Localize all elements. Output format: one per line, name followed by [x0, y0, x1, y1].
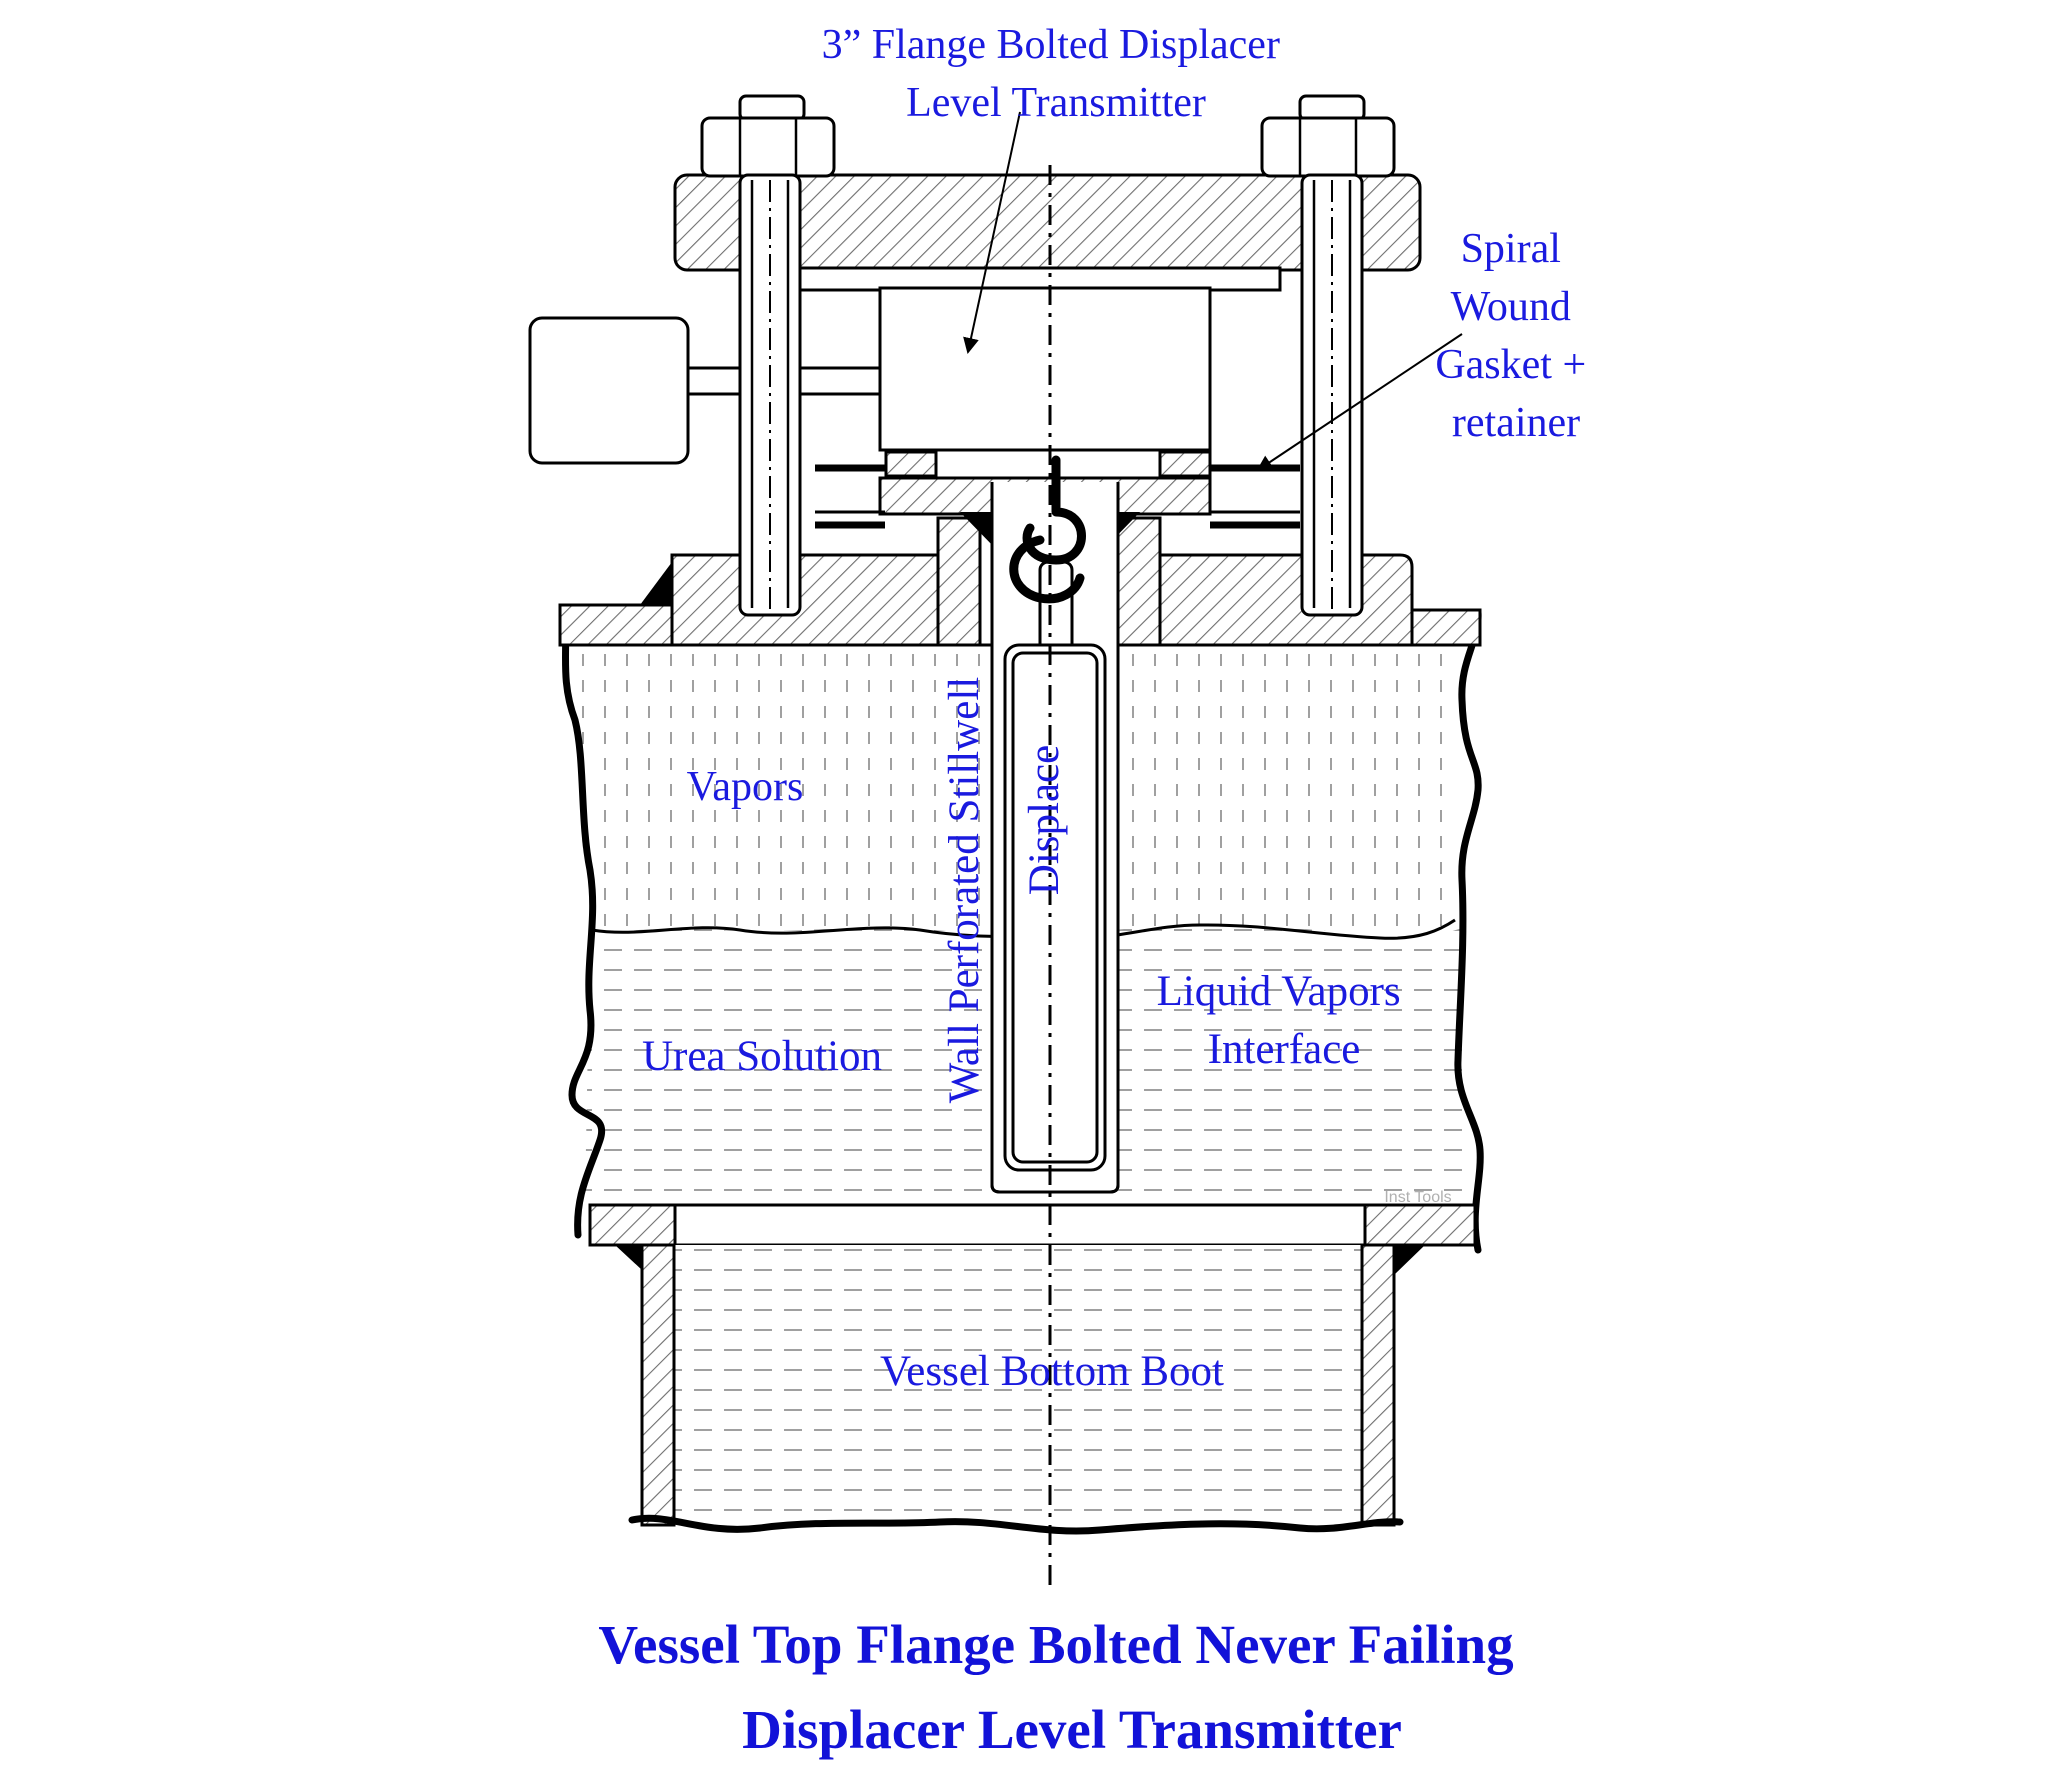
vessel-bottom-boot: [615, 1243, 1425, 1535]
displacer: [1003, 560, 1107, 1172]
stud-bolt-left: [700, 94, 836, 617]
transmitter-label: 3” Flange Bolted Displacer Level Transmi…: [822, 22, 1291, 126]
transmitter-head: [528, 173, 1422, 465]
stud-bolt-right: [1260, 94, 1396, 617]
interface-label: Liquid Vapors Interface: [1157, 968, 1412, 1073]
displacer-label: Displace: [1021, 745, 1068, 895]
urea-solution-label: Urea Solution: [642, 1033, 882, 1080]
vessel-left-wall: [561, 606, 606, 1239]
watermark: Inst Tools: [1384, 1189, 1451, 1206]
title-line-2: Displacer Level Transmitter: [742, 1699, 1402, 1760]
gasket-leader-arrow: [1256, 333, 1463, 472]
stillwell-label: Wall Perforated Stillwell: [941, 677, 988, 1103]
transmitter-leader-arrow: [963, 111, 1021, 354]
gasket-label: Spiral Wound Gasket + retainer: [1435, 226, 1596, 446]
vessel-right-wall: [1454, 608, 1484, 1254]
vapors-label: Vapors: [687, 764, 804, 810]
displacer-hook: [1009, 455, 1086, 604]
boot-bottom-edge: [628, 1514, 1404, 1535]
vessel-bottom-flange: [588, 1203, 1477, 1247]
title-line-1: Vessel Top Flange Bolted Never Failing: [598, 1614, 1513, 1675]
boot-label: Vessel Bottom Boot: [880, 1348, 1224, 1395]
